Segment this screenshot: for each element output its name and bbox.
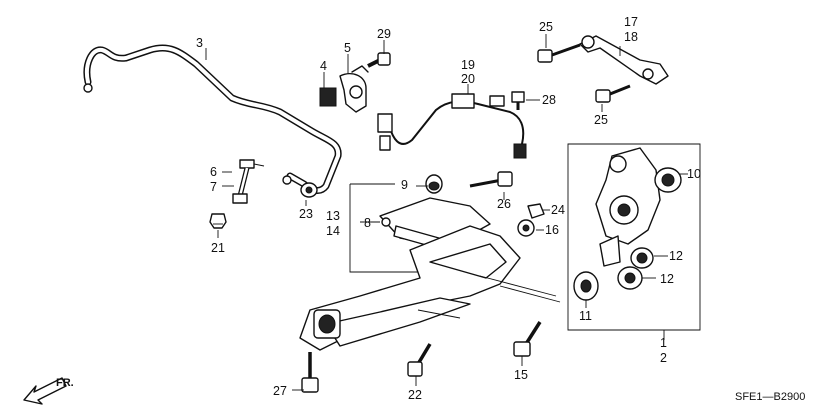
bolt-22 [407, 343, 432, 377]
callout-2: 2 [660, 351, 667, 365]
callout-7: 7 [210, 180, 217, 194]
callout-23: 23 [299, 207, 313, 221]
callout-21: 21 [211, 241, 225, 255]
bolt-25-lower [595, 84, 631, 103]
callout-25-lower: 25 [594, 113, 608, 127]
callout-25-upper: 25 [539, 20, 553, 34]
lower-arm [299, 225, 521, 351]
callout-labels: 3 4 5 29 6 7 21 23 19 20 28 25 25 17 18 … [196, 15, 701, 402]
callout-19: 19 [461, 58, 475, 72]
bolt-28 [511, 91, 525, 110]
diagram-code: SFE1—B2900 [735, 391, 805, 403]
callout-10: 10 [687, 167, 701, 181]
stabilizer-bushing-holder [319, 65, 369, 113]
callout-13: 13 [326, 209, 340, 223]
callout-27: 27 [273, 384, 287, 398]
front-direction-label: FR. [56, 377, 74, 389]
callout-20: 20 [461, 72, 475, 86]
bolt-26 [469, 171, 513, 188]
callout-8: 8 [364, 216, 371, 230]
bolt-27 [301, 352, 319, 393]
knuckle [595, 147, 661, 267]
callout-6: 6 [210, 165, 217, 179]
bushing-9 [425, 174, 443, 194]
bushing-16 [517, 219, 535, 237]
bolt-29 [367, 52, 391, 68]
bolt-15 [513, 321, 542, 357]
bushing-12-lower [617, 266, 643, 290]
callout-1: 1 [660, 336, 667, 350]
callout-24: 24 [551, 203, 565, 217]
callout-18: 18 [624, 30, 638, 44]
stabilizer-link [232, 159, 265, 204]
bushing-11 [573, 271, 599, 301]
bushing-12-upper [630, 247, 654, 269]
callout-16: 16 [545, 223, 559, 237]
callout-26: 26 [497, 197, 511, 211]
callout-28: 28 [542, 93, 556, 107]
callout-12-upper: 12 [669, 249, 683, 263]
callout-3: 3 [196, 36, 203, 50]
callout-17: 17 [624, 15, 638, 29]
front-direction-arrow: FR. [23, 377, 74, 405]
bushing-10 [654, 167, 682, 193]
callout-11: 11 [579, 309, 592, 323]
leader-lines [205, 34, 688, 391]
callout-29: 29 [377, 27, 391, 41]
stabilizer-bar [83, 44, 342, 194]
callout-5: 5 [344, 41, 351, 55]
nut-24 [527, 203, 545, 219]
callout-15: 15 [514, 368, 528, 382]
callout-12-lower: 12 [660, 272, 674, 286]
callout-14: 14 [326, 224, 340, 238]
callout-4: 4 [320, 59, 327, 73]
bushing-23 [300, 182, 318, 198]
bolt-25-upper [537, 43, 581, 63]
callout-9: 9 [401, 178, 408, 192]
nut-21 [209, 213, 227, 229]
callout-22: 22 [408, 388, 422, 402]
upper-arm [579, 35, 669, 85]
wire-harness [377, 93, 527, 159]
